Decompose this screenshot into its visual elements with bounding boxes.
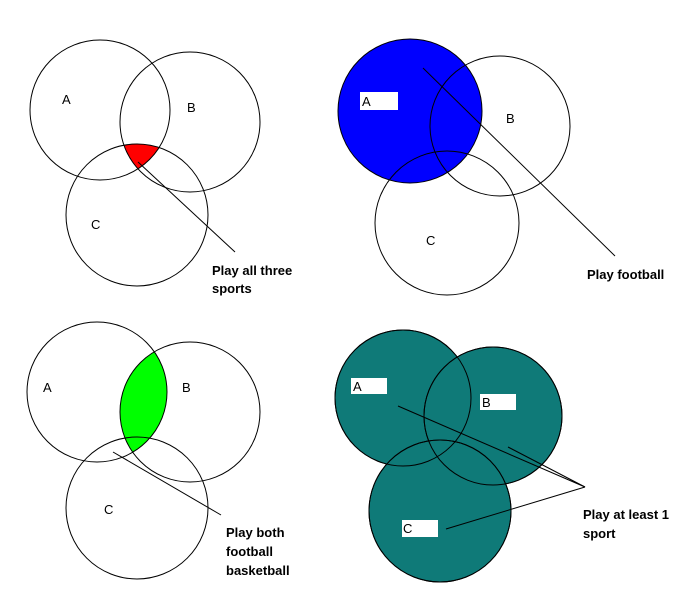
leader-line [112, 451, 222, 516]
label-a: A [43, 380, 52, 395]
label-c: C [91, 217, 100, 232]
label-a: A [62, 92, 71, 107]
panel-at-least-one: A B C Play at least 1 sport [334, 329, 673, 583]
leader-line [422, 67, 616, 257]
leader-line-c [445, 486, 586, 530]
label-b: B [187, 100, 196, 115]
label-c: C [426, 233, 435, 248]
label-b: B [506, 111, 515, 126]
label-c: C [403, 521, 412, 536]
label-b: B [482, 395, 491, 410]
label-box-b [480, 394, 516, 410]
label-box-a [360, 92, 398, 110]
circle-a-outline [334, 329, 472, 467]
panel-all-three: A B C Play all three sports [29, 39, 296, 296]
label-b: B [182, 380, 191, 395]
label-box-a [351, 378, 387, 394]
caption-football: Play football [587, 267, 664, 282]
circle-c-filled [368, 439, 512, 583]
leader-line-a [397, 405, 586, 488]
circle-b [429, 55, 571, 197]
leader-line [137, 161, 236, 253]
circle-c [65, 436, 209, 580]
circle-c [65, 143, 209, 287]
circle-b [119, 341, 261, 483]
label-box-c [402, 520, 438, 537]
label-a: A [362, 94, 371, 109]
caption-at-least-one: Play at least 1 sport [583, 507, 673, 541]
circle-a-filled [337, 38, 483, 184]
leader-line-b [507, 446, 586, 488]
label-a: A [353, 379, 362, 394]
panel-football: A B C Play football [337, 38, 664, 296]
region-all-three [120, 144, 170, 180]
circle-c [374, 150, 520, 296]
circle-b-outline [423, 346, 563, 486]
circle-b [119, 51, 261, 193]
caption-both: Play both football basketball [226, 525, 290, 578]
panel-both: A B C Play both football basketball [26, 321, 290, 580]
caption-all-three: Play all three sports [212, 263, 296, 296]
circle-a [29, 39, 171, 181]
circle-c-outline [368, 439, 512, 583]
label-c: C [104, 502, 113, 517]
circle-a [26, 321, 168, 463]
